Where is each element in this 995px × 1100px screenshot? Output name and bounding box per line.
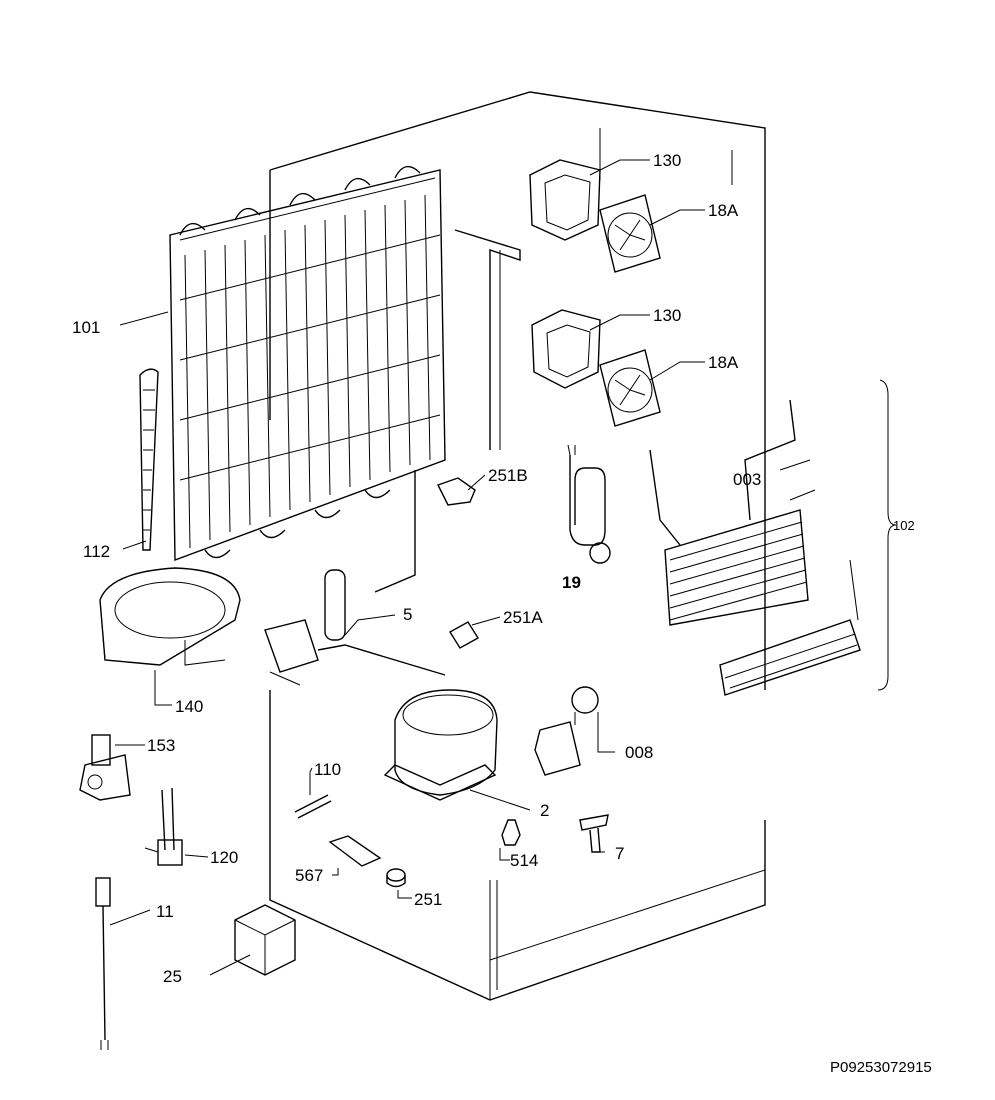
heater-19 (567, 444, 611, 564)
label-130-top: 130 (653, 151, 681, 170)
cabinet-outline (269, 91, 766, 1001)
label-514: 514 (510, 851, 538, 870)
drier-5 (264, 569, 446, 686)
drip-tray-140 (99, 567, 241, 666)
label-130-bottom: 130 (653, 306, 681, 325)
label-5: 5 (403, 605, 412, 624)
clip-251b (437, 477, 476, 506)
label-19: 19 (562, 573, 581, 592)
label-11: 11 (156, 902, 174, 921)
label-7: 7 (615, 844, 624, 863)
evaporator-102 (649, 379, 897, 696)
label-18a-bottom: 18A (708, 353, 739, 372)
label-140: 140 (175, 697, 203, 716)
sensor-11 (95, 877, 111, 1050)
label-110: 110 (314, 760, 341, 779)
label-003: 003 (733, 470, 761, 489)
bolt-7 (579, 814, 609, 853)
label-567: 567 (295, 866, 323, 885)
valve-153 (79, 734, 131, 801)
fan-18a-bottom (599, 349, 661, 427)
compressor-2 (383, 689, 498, 801)
label-120: 120 (210, 848, 238, 867)
relay-008 (534, 686, 599, 776)
label-008: 008 (625, 743, 653, 762)
label-102: 102 (893, 518, 915, 533)
label-18a-top: 18A (708, 201, 739, 220)
fan-shroud-130-top (529, 159, 601, 241)
part-labels: 101 112 140 153 120 11 25 130 18A 130 18… (72, 151, 915, 986)
fan-shroud-130-bottom (531, 309, 601, 389)
sleeve-251a (449, 621, 479, 649)
drain-hose-112 (139, 368, 159, 551)
bracket-567 (328, 835, 382, 867)
label-251b: 251B (488, 466, 528, 485)
condenser-101 (169, 165, 446, 593)
nut-251 (386, 868, 406, 888)
leader-lines (109, 159, 705, 976)
label-101: 101 (72, 318, 100, 337)
box-25 (234, 904, 296, 976)
fan-18a-top (599, 194, 661, 273)
label-251a: 251A (503, 608, 543, 627)
document-code: P09253072915 (830, 1059, 932, 1076)
grommet-514 (501, 819, 521, 846)
label-251: 251 (414, 890, 442, 909)
label-112: 112 (83, 542, 110, 561)
heater-120 (144, 787, 183, 866)
label-153: 153 (147, 736, 175, 755)
label-2: 2 (540, 801, 549, 820)
pipe-110 (294, 794, 332, 819)
label-25: 25 (163, 967, 182, 986)
